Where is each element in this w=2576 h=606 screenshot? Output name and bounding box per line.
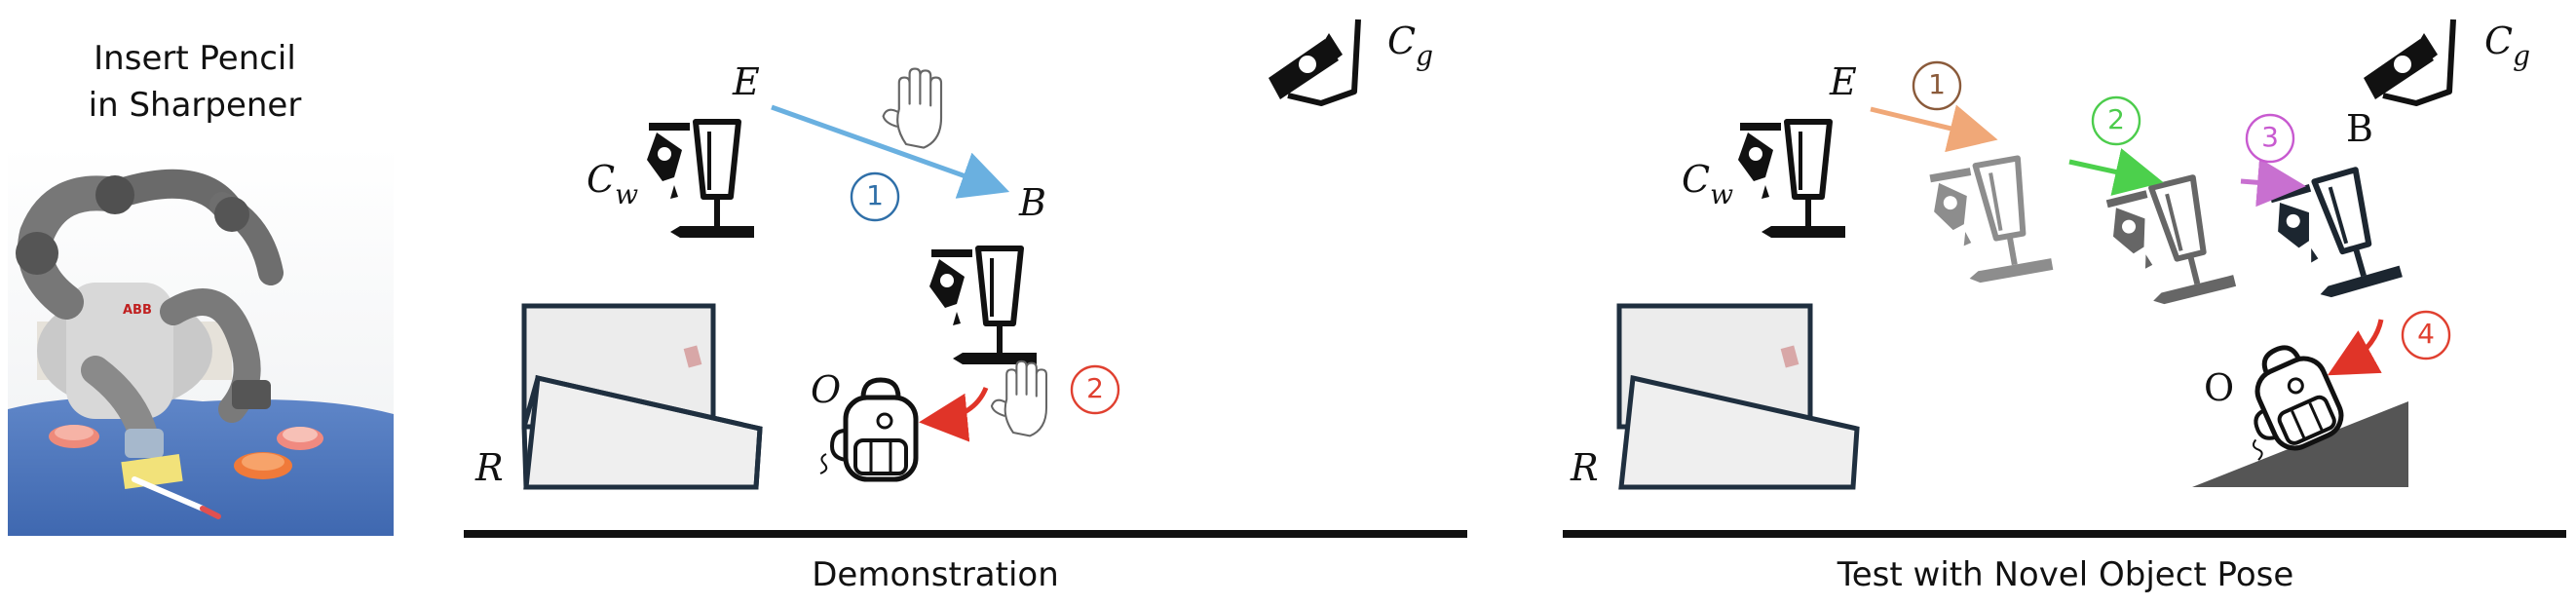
demo-step-2-circle <box>1070 364 1120 415</box>
test-label-b: B <box>2346 107 2373 150</box>
test-step-1-label: 1 <box>1928 68 1946 100</box>
test-step-3-circle <box>2245 113 2295 164</box>
test-arrow-1 <box>1870 104 1998 153</box>
demo-step-2-label: 2 <box>1086 372 1104 404</box>
demo-gripper-e <box>647 122 754 238</box>
test-gripper-step-1 <box>1927 156 2053 288</box>
demo-arrow-1 <box>771 104 1010 199</box>
demo-hand-icon-top <box>882 67 943 149</box>
test-label-cg-sub: g <box>2513 40 2531 72</box>
test-caption: Test with Novel Object Pose <box>1837 555 2294 594</box>
test-step-3-label: 3 <box>2261 121 2279 153</box>
test-arrow-3 <box>2240 158 2306 208</box>
demo-label-cg-main: C <box>1387 19 1417 62</box>
demo-baseline <box>464 530 1467 538</box>
photo-title-line2: in Sharpener <box>88 86 302 125</box>
test-label-cw-sub: w <box>1710 178 1734 210</box>
demo-arrow-2 <box>919 386 989 442</box>
test-gripper-step-2 <box>2104 173 2237 312</box>
test-gripper-e <box>1738 122 1845 238</box>
test-object-r-front <box>1618 374 1860 490</box>
demo-step-1-label: 1 <box>866 179 884 211</box>
demo-step-1-circle <box>850 171 900 222</box>
demo-label-cg: Cg <box>1387 19 1433 72</box>
demo-hand-icon-bottom <box>990 360 1048 437</box>
test-step-1-circle <box>1912 60 1962 111</box>
test-step-2-circle <box>2091 95 2141 146</box>
test-label-e: E <box>1830 60 1857 103</box>
demo-gripper-b <box>929 248 1037 364</box>
test-step-4-label: 4 <box>2417 318 2435 350</box>
demo-label-r: R <box>475 446 504 489</box>
test-label-cw: Cw <box>1682 158 1733 210</box>
demo-label-cw-main: C <box>587 158 616 201</box>
demo-label-cw-sub: w <box>615 178 639 210</box>
test-step-2-label: 2 <box>2107 103 2125 135</box>
test-label-cg: Cg <box>2484 19 2530 72</box>
test-arrow-4 <box>2327 319 2384 376</box>
test-label-cw-main: C <box>1682 158 1711 201</box>
robot-brand: ABB <box>123 303 152 318</box>
robot-photo: ABB <box>8 146 394 536</box>
photo-title-line1: Insert Pencil <box>94 39 296 78</box>
demo-label-e: E <box>733 60 760 103</box>
demo-label-cg-sub: g <box>1416 40 1434 72</box>
demo-caption: Demonstration <box>812 555 1059 594</box>
test-label-o: O <box>2204 366 2235 409</box>
demo-label-b: B <box>1019 181 1046 224</box>
test-global-camera-icon <box>2364 19 2453 103</box>
test-label-r: R <box>1571 446 1599 489</box>
test-baseline <box>1563 530 2566 538</box>
test-label-cg-main: C <box>2484 19 2514 62</box>
test-step-4-circle <box>2401 310 2451 360</box>
demo-label-cw: Cw <box>587 158 638 210</box>
demo-label-o: O <box>811 368 842 411</box>
test-arrow-2 <box>2068 148 2164 196</box>
demo-global-camera-icon <box>1269 19 1358 103</box>
